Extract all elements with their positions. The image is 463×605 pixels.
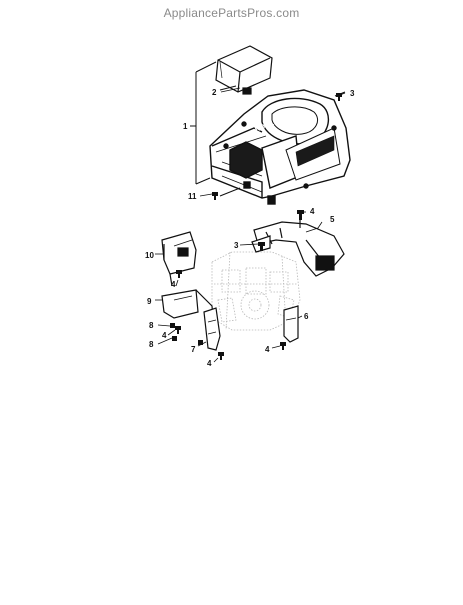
baffle-part-10: [161, 231, 197, 287]
callout-labels: 1 2 3 11 4 5 3 10 4 9 8 4 8 7 4 6 4: [145, 88, 355, 368]
screw-part-4-bottom: [218, 352, 224, 360]
callout-11: 11: [188, 192, 197, 201]
callout-4-bottom: 4: [207, 359, 212, 368]
baffle-part-7: [203, 307, 221, 351]
callout-4-mid: 4: [171, 280, 176, 289]
screw-part-3-lower: [258, 242, 265, 251]
screw-part-11: [212, 192, 218, 200]
callout-4-top: 4: [310, 207, 315, 216]
screw-part-10: [176, 270, 182, 278]
screw-part-4-left: [175, 326, 181, 334]
callout-2: 2: [212, 88, 217, 97]
watermark-text: AppliancePartsPros.com: [163, 6, 300, 20]
callout-3-top: 3: [350, 89, 355, 98]
callout-7: 7: [191, 345, 196, 354]
top-cover-part: [215, 45, 273, 95]
callout-4-right: 4: [265, 345, 270, 354]
blower-housing-part: [209, 89, 351, 205]
screw-part-top: [336, 93, 342, 101]
callout-4-left: 4: [162, 331, 167, 340]
callout-10: 10: [145, 251, 154, 260]
callout-1: 1: [183, 122, 188, 131]
baffle-part-6: [283, 305, 299, 343]
bracket-part-9: [161, 289, 215, 331]
screw-part-5: [297, 210, 304, 220]
callout-8-lower: 8: [149, 340, 154, 349]
callout-3-lower: 3: [234, 241, 239, 250]
callout-8-upper: 8: [149, 321, 154, 330]
callout-9: 9: [147, 297, 152, 306]
fasteners-part-8: [170, 323, 203, 345]
callout-5: 5: [330, 215, 335, 224]
screw-part-4-right: [280, 342, 286, 350]
callout-6: 6: [304, 312, 309, 321]
